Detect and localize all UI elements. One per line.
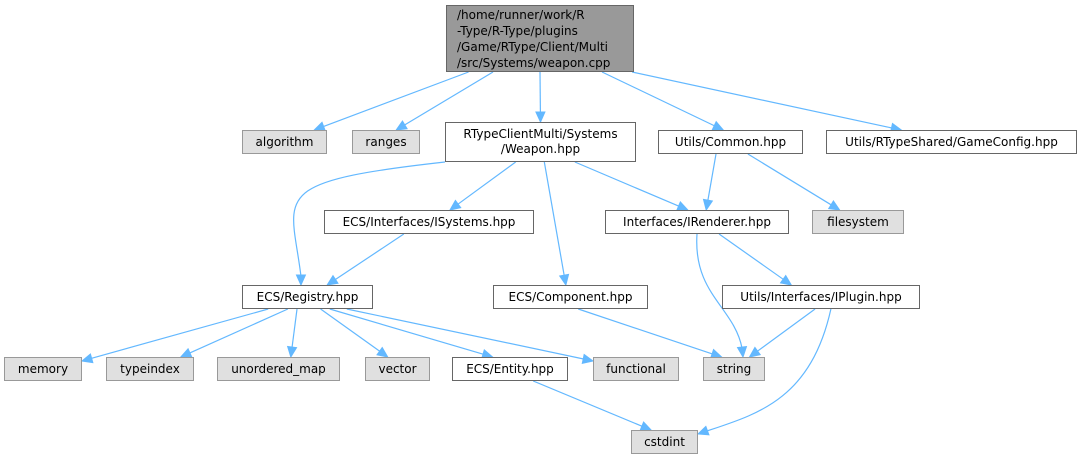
edge-registry-to-memory [90,308,269,360]
node-component-hpp[interactable]: ECS/Component.hpp [493,285,648,309]
edge-common-to-irenderer [707,153,717,202]
node-filesystem[interactable]: filesystem [812,210,904,234]
edge-root-to-gameconfig [631,71,893,129]
edge-weapon_hpp-to-component [543,161,565,277]
edge-iplugin-to-string [756,308,816,353]
node-registry-hpp[interactable]: ECS/Registry.hpp [242,285,373,309]
node-typeindex[interactable]: typeindex [106,357,194,381]
edge-irenderer-to-string [696,233,743,349]
node-weapon-cpp[interactable]: /home/runner/work/R -Type/R-Type/plugins… [446,5,634,72]
edge-component-to-string [578,308,714,355]
edge-weapon_hpp-to-isystems [456,161,517,206]
node-iplugin-hpp[interactable]: Utils/Interfaces/IPlugin.hpp [722,285,920,309]
arrowhead-iplugin-to-string [748,346,762,358]
node-common-hpp[interactable]: Utils/Common.hpp [658,130,803,154]
arrowhead-isystems-to-registry [326,274,339,286]
edge-weapon_hpp-to-registry [293,161,446,277]
node-cstdint[interactable]: cstdint [631,430,698,454]
node-unordered-map[interactable]: unordered_map [217,357,340,381]
arrowhead-registry-to-vector [376,346,389,358]
node-string[interactable]: string [703,357,765,381]
node-vector[interactable]: vector [365,357,430,381]
edge-iplugin-to-cstdint [706,308,832,432]
edge-registry-to-entity [329,308,485,356]
edge-entity-to-cstdint [532,380,644,428]
node-isystems-hpp[interactable]: ECS/Interfaces/ISystems.hpp [324,210,534,234]
node-weapon-hpp[interactable]: RTypeClientMulti/Systems /Weapon.hpp [445,122,636,162]
edge-irenderer-to-iplugin [718,233,785,281]
node-algorithm[interactable]: algorithm [242,130,327,154]
node-ranges[interactable]: ranges [352,130,420,154]
node-functional[interactable]: functional [593,357,679,381]
arrowhead-weapon_hpp-to-isystems [449,199,462,211]
edge-registry-to-vector [320,308,381,353]
arrowhead-common-to-filesystem [827,200,841,211]
node-irenderer-hpp[interactable]: Interfaces/IRenderer.hpp [605,210,789,234]
edge-registry-to-functional [346,308,585,360]
edge-registry-to-unordered_map [291,308,298,349]
edge-isystems-to-registry [334,233,405,281]
node-memory[interactable]: memory [4,357,82,381]
arrowhead-root-to-weapon_hpp [535,111,546,124]
arrowhead-root-to-ranges [395,120,408,131]
edge-common-to-filesystem [747,153,833,206]
edge-root-to-algorithm [322,71,469,128]
edge-weapon_hpp-to-irenderer [574,161,680,208]
node-entity-hpp[interactable]: ECS/Entity.hpp [452,357,568,381]
edge-registry-to-typeindex [188,308,289,354]
edge-root-to-common [601,71,716,127]
arrowhead-irenderer-to-iplugin [779,274,793,286]
arrowhead-irenderer-to-string [736,346,748,359]
node-gameconfig-hpp[interactable]: Utils/RTypeShared/GameConfig.hpp [826,130,1077,154]
edge-root-to-ranges [403,71,494,126]
arrowhead-weapon_hpp-to-registry [295,274,307,287]
